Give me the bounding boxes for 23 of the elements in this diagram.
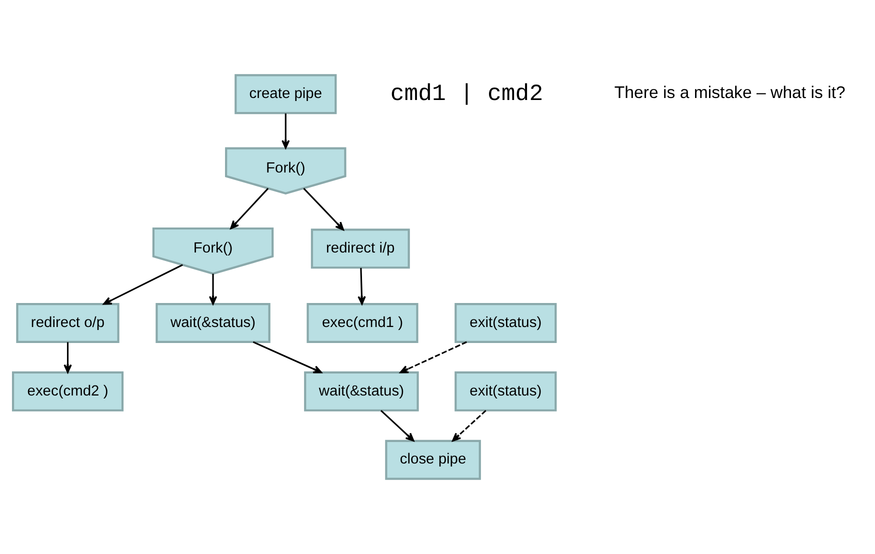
node-box: redirect i/p	[310, 228, 410, 269]
node-box: exec(cmd2 )	[12, 371, 124, 412]
node-box: wait(&status)	[156, 303, 270, 343]
node-box: close pipe	[385, 440, 481, 480]
node-box: exit(status)	[454, 371, 557, 412]
node-box: create pipe	[234, 74, 337, 114]
label: There is a mistake – what is it?	[614, 83, 846, 102]
arrow	[282, 113, 290, 149]
arrow	[358, 268, 366, 305]
arrow	[208, 274, 218, 305]
arrow	[452, 410, 486, 442]
label: cmd1 | cmd2	[390, 81, 544, 108]
node-box: exit(status)	[454, 303, 557, 343]
node-box: exec(cmd1 )	[306, 303, 418, 343]
arrow	[400, 341, 467, 374]
arrow	[380, 410, 414, 442]
arrow	[64, 342, 72, 374]
arrow	[303, 188, 344, 230]
node-box: redirect o/p	[16, 303, 120, 343]
arrow	[230, 188, 269, 230]
node-box: wait(&status)	[304, 371, 419, 412]
arrow	[252, 341, 322, 374]
arrow	[103, 264, 183, 305]
